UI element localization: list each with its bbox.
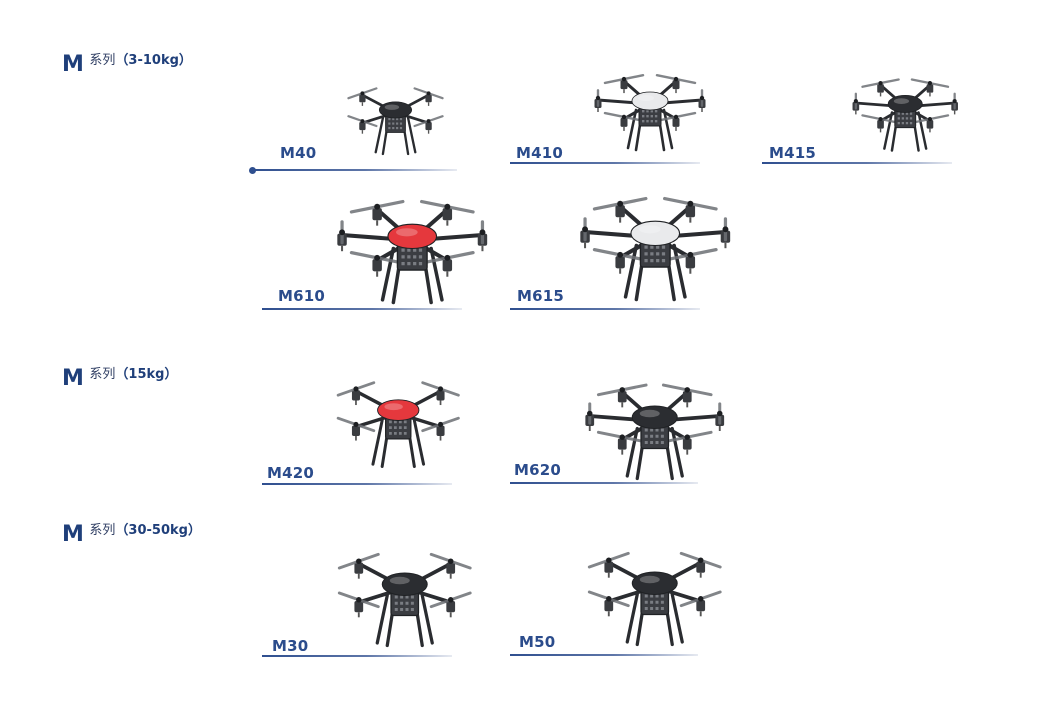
drone-image (580, 196, 730, 301)
model-underline (510, 654, 698, 656)
drone-body (632, 571, 678, 615)
drone-image (346, 87, 444, 156)
drone-body (887, 94, 923, 128)
model-label: M420 (267, 464, 315, 482)
series-letter: M (62, 52, 84, 77)
drone-arm (403, 585, 472, 617)
series-header-2: M 系列 （15kg） (62, 366, 177, 391)
drone-image (585, 383, 725, 480)
drone-image (337, 199, 487, 304)
series-range: （3-10kg） (115, 53, 192, 68)
model-underline (262, 655, 452, 657)
series-range: （30-50kg） (115, 523, 201, 538)
drone-image (338, 552, 472, 647)
model-label: M610 (278, 287, 326, 305)
series-letter: M (62, 522, 84, 547)
model-label: M410 (516, 144, 564, 162)
model-label: M620 (514, 461, 562, 479)
model-label: M40 (280, 144, 317, 162)
series-range: （15kg） (115, 367, 178, 382)
selected-indicator-dot (249, 166, 256, 174)
model-underline (510, 308, 700, 310)
model-label: M50 (519, 633, 556, 651)
series-word: 系列 (89, 523, 116, 538)
drone-body (630, 220, 680, 268)
drone-body (382, 572, 428, 616)
drone-image (588, 551, 722, 646)
model-underline (262, 308, 462, 310)
series-word: 系列 (89, 53, 116, 68)
series-header-1: M 系列 （3-10kg） (62, 52, 192, 77)
model-underline (262, 483, 452, 485)
drone-image (594, 74, 706, 152)
model-label: M615 (517, 287, 565, 305)
drone-image (336, 380, 460, 468)
series-word: 系列 (89, 367, 116, 382)
drone-body (378, 101, 412, 133)
model-underline (510, 162, 700, 164)
drone-body (631, 91, 669, 127)
drone-image (852, 77, 958, 152)
drone-body (632, 405, 678, 449)
series-letter: M (62, 366, 84, 391)
model-underline (762, 162, 952, 164)
drone-body (387, 223, 437, 271)
drone-body (376, 398, 420, 439)
model-underline (510, 482, 698, 484)
series-header-3: M 系列 （30-50kg） (62, 522, 201, 547)
model-underline (252, 169, 457, 171)
model-label: M30 (272, 637, 309, 655)
model-label: M415 (769, 144, 817, 162)
